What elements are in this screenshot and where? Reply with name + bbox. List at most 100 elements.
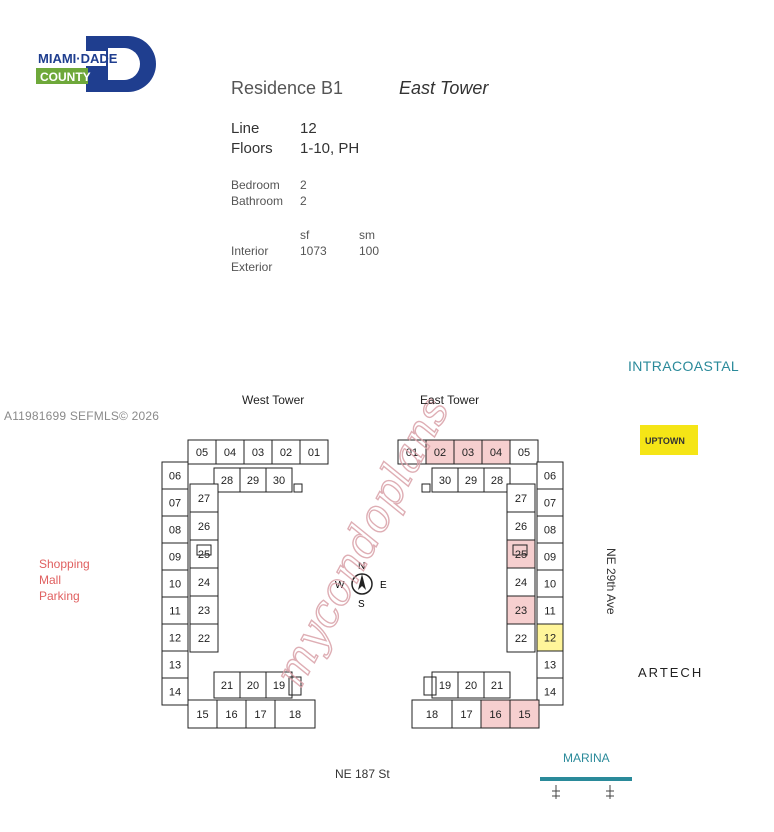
floors-value: 1-10, PH <box>300 140 360 157</box>
west-unit-07-box <box>161 488 189 517</box>
west-unit-28: 28 <box>221 475 233 487</box>
compass-w: W <box>335 580 345 591</box>
west-unit-04: 04 <box>224 447 236 459</box>
east-unit-20: 20 <box>465 680 477 692</box>
west-unit-22-box <box>189 623 219 653</box>
logo-line1: MIAMI·DADE <box>38 51 118 66</box>
east-unit-16: 16 <box>489 709 501 721</box>
east-unit-09: 09 <box>544 552 556 564</box>
west-unit-03: 03 <box>252 447 264 459</box>
stair-marks <box>196 483 528 696</box>
east-unit-06: 06 <box>544 471 556 483</box>
east-unit-23-box <box>506 595 536 625</box>
compass-s: S <box>358 599 365 610</box>
interior-sm: 100 <box>359 244 380 258</box>
east-unit-27: 27 <box>515 493 527 505</box>
east-unit-19: 19 <box>439 680 451 692</box>
west-unit-15: 15 <box>196 709 208 721</box>
east-unit-07: 07 <box>544 498 556 510</box>
west-unit-10: 10 <box>169 579 181 591</box>
east-unit-01: 01 <box>406 447 418 459</box>
line-value: 12 <box>300 120 317 137</box>
east-unit-13: 13 <box>544 660 556 672</box>
east-unit-28: 28 <box>491 475 503 487</box>
exterior-label: Exterior <box>231 260 273 274</box>
west-unit-08: 08 <box>169 525 181 537</box>
west-unit-14: 14 <box>169 687 181 699</box>
east-unit-30: 30 <box>439 475 451 487</box>
west-unit-15-box <box>187 699 218 729</box>
east-unit-17: 17 <box>460 709 472 721</box>
west-unit-01: 01 <box>308 447 320 459</box>
west-unit-29: 29 <box>247 475 259 487</box>
intracoastal-label: INTRACOASTAL <box>628 358 740 374</box>
miami-dade-logo: MIAMI·DADE COUNTY <box>36 36 156 92</box>
west-unit-06-box <box>161 461 189 490</box>
listing-watermark: A11981699 SEFMLS© 2026 <box>4 409 160 423</box>
east-unit-15: 15 <box>518 709 530 721</box>
uptown-label: UPTOWN <box>645 436 685 446</box>
west-unit-06: 06 <box>169 471 181 483</box>
shopping-mall-parking: Shopping Mall Parking <box>39 556 90 604</box>
east-unit-16-box <box>480 699 511 729</box>
residence-tower: East Tower <box>399 78 489 98</box>
marina-dock <box>540 777 632 799</box>
uptown-sign: UPTOWN <box>640 425 698 455</box>
west-unit-13: 13 <box>169 660 181 672</box>
east-unit-26: 26 <box>515 521 527 533</box>
east-unit-23: 23 <box>515 605 527 617</box>
east-tower-label: East Tower <box>420 393 479 407</box>
west-unit-22: 22 <box>198 633 210 645</box>
bedroom-label: Bedroom <box>231 178 280 192</box>
logo-line2: COUNTY <box>40 70 91 84</box>
compass-e: E <box>380 580 387 591</box>
marina-label: MARINA <box>563 751 610 765</box>
interior-sf: 1073 <box>300 244 327 258</box>
street-ne29: NE 29th Ave <box>604 548 618 615</box>
east-unit-18-box <box>411 699 453 729</box>
east-unit-22-box <box>506 623 536 653</box>
east-unit-12: 12 <box>544 633 556 645</box>
east-unit-24-box <box>506 567 536 597</box>
west-unit-08-box <box>161 515 189 544</box>
east-unit-21: 21 <box>491 680 503 692</box>
west-unit-29-box <box>239 467 267 493</box>
west-unit-09: 09 <box>169 552 181 564</box>
west-unit-19-box <box>265 671 293 699</box>
west-unit-07: 07 <box>169 498 181 510</box>
west-unit-30: 30 <box>273 475 285 487</box>
west-unit-21: 21 <box>221 680 233 692</box>
bathroom-label: Bathroom <box>231 194 284 208</box>
east-unit-02: 02 <box>434 447 446 459</box>
floors-label: Floors <box>231 140 273 157</box>
west-unit-23: 23 <box>198 605 210 617</box>
line-label: Line <box>231 120 260 137</box>
west-unit-11: 11 <box>169 606 180 618</box>
west-unit-25-box <box>189 539 219 569</box>
west-unit-09-box <box>161 542 189 571</box>
east-unit-21-box <box>483 671 511 699</box>
east-unit-22: 22 <box>515 633 527 645</box>
shopping-line-1: Shopping <box>39 557 90 571</box>
east-unit-28-box <box>483 467 511 493</box>
east-unit-06-box <box>536 461 564 490</box>
street-ne187: NE 187 St <box>335 767 390 781</box>
east-unit-05: 05 <box>518 447 530 459</box>
west-unit-14-box <box>161 677 189 706</box>
east-unit-14: 14 <box>544 687 556 699</box>
west-unit-04-box <box>215 439 245 465</box>
east-unit-27-box <box>506 483 536 513</box>
east-unit-11: 11 <box>544 606 555 618</box>
west-unit-18: 18 <box>289 709 301 721</box>
artech-label: ARTECH <box>638 665 704 680</box>
east-unit-05-box <box>509 439 539 465</box>
compass-n: N <box>358 561 365 572</box>
east-unit-13-box <box>536 650 564 679</box>
compass: N S W E <box>335 561 387 610</box>
west-unit-01-box <box>299 439 329 465</box>
east-unit-08-box <box>536 515 564 544</box>
east-unit-03-box <box>453 439 483 465</box>
west-unit-24: 24 <box>198 577 210 589</box>
shopping-line-2: Mall <box>39 573 62 587</box>
